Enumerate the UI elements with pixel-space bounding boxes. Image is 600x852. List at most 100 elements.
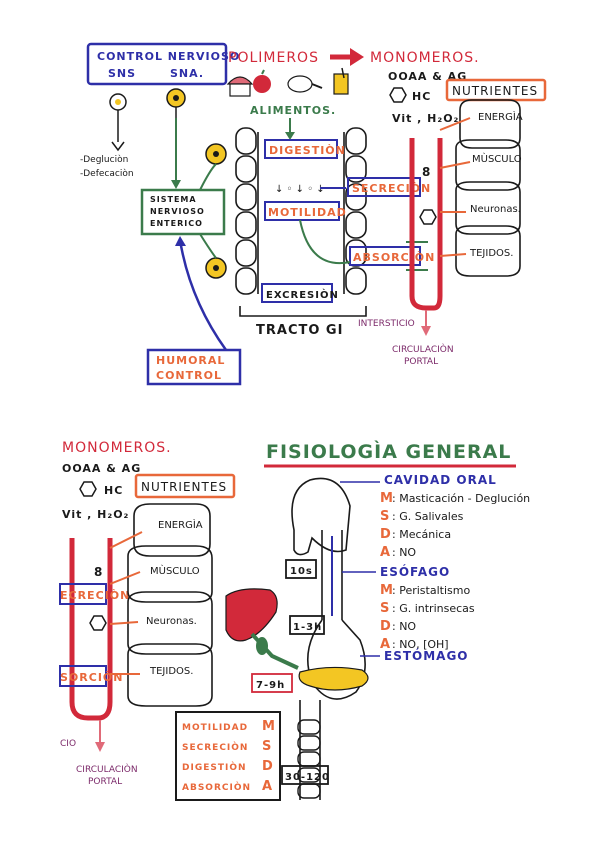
hexagon-icon (79, 481, 97, 497)
hc-label: HC (104, 484, 123, 497)
top-diagram-panel: CONTROL NERVIOSO SNS SNA. -Degluciòn -De… (0, 0, 600, 420)
portal-label: PORTAL (88, 777, 122, 787)
vit-label: Vit , H₂O₂ (62, 508, 129, 521)
enteric-neuron-icon (205, 143, 227, 279)
control-nervioso-box: CONTROL NERVIOSO SNS SNA. (86, 42, 240, 86)
svg-text:8: 8 (422, 165, 431, 179)
drumstick-icon (287, 75, 323, 93)
monomeros-label: MONOMEROS. (62, 440, 172, 456)
target-cells (127, 503, 213, 707)
bottom-diagram-panel: MONOMEROS. OOAA & AG HC NUTRIENTES Vit ,… (0, 420, 600, 848)
target-neuronas: Neuronas. (146, 616, 197, 627)
gallbladder-icon (250, 632, 299, 670)
secrecion-label: SECRECIÒN (352, 182, 431, 195)
arrow-icon (330, 48, 364, 66)
hexagon-icon (389, 87, 407, 103)
nutrient-codes: OOAA & AG (62, 462, 141, 475)
hexagon-icon (419, 209, 437, 225)
defecation-label: -Defecaciòn (80, 168, 134, 179)
drink-icon (333, 67, 349, 95)
hexagon-icon (89, 615, 107, 631)
absorcion-cut: SORCIÒN (60, 671, 123, 684)
control-label: CONTROL (156, 369, 222, 382)
target-energia: ENERGÌA (478, 110, 523, 123)
svg-text:S: S (262, 739, 272, 754)
svg-text:8: 8 (94, 565, 103, 579)
gi-tract-wall (235, 127, 367, 295)
humoral-label: HUMORAL (156, 354, 225, 367)
time-intestino: 30-120 (285, 772, 330, 783)
svg-text:A: A (380, 637, 391, 652)
sne-line-1: SISTEMA (150, 195, 197, 204)
intestine-coils (297, 719, 321, 799)
target-musculo: MÙSCULO (472, 152, 522, 165)
svg-text:M: M (380, 491, 394, 506)
portal-label: PORTAL (404, 357, 438, 367)
time-estomago: 7-9h (256, 680, 285, 691)
sne-line-2: NERVIOSO (150, 207, 205, 216)
esofago-m: : Peristaltismo (392, 584, 470, 597)
cavidad-d: : Mecánica (392, 528, 451, 541)
sns-neuron-icon (109, 93, 127, 152)
svg-text:S: S (380, 509, 390, 524)
svg-text:D: D (380, 619, 392, 634)
apple-icon (253, 69, 271, 93)
circulacion-label: CIRCULACIÒN (76, 763, 138, 775)
tracto-gi-label: TRACTO GI (256, 323, 343, 338)
alimentos-label: ALIMENTOS. (250, 104, 336, 117)
excrecion-label: EXCRESIÒN (266, 288, 339, 301)
bottom-diagram: MONOMEROS. OOAA & AG HC NUTRIENTES Vit ,… (59, 440, 530, 801)
svg-text:↓ ◦ ↓ ◦ ↓: ↓ ◦ ↓ ◦ ↓ (275, 184, 325, 195)
svg-text:A: A (262, 779, 273, 794)
intersticio-label: INTERSTICIO (358, 319, 415, 329)
digestion-label: DIGESTIÒN (269, 144, 346, 157)
circulacion-label: CIRCULACIÒN (392, 343, 454, 355)
degluction-label: -Degluciòn (80, 154, 128, 165)
legend-absorcion: ABSORCIÒN (182, 781, 251, 793)
nutrientes-label: NUTRIENTES (452, 84, 538, 98)
top-diagram: CONTROL NERVIOSO SNS SNA. -Degluciòn -De… (80, 42, 547, 386)
cavidad-a: : NO (392, 546, 416, 559)
sna-neuron-icon (166, 88, 186, 118)
sne-line-3: ENTERICO (150, 219, 203, 228)
svg-text:M: M (262, 719, 276, 734)
svg-text:S: S (380, 601, 390, 616)
pancreas-icon (298, 666, 369, 691)
cavidad-s: : G. Salivales (392, 510, 464, 523)
vit-label: Vit , H₂O₂ (392, 112, 459, 125)
muffin-icon (226, 76, 254, 97)
legend-secrecion: SECRECIÒN (182, 741, 248, 753)
time-oral: 10s (290, 566, 313, 577)
fisiologia-title: FISIOLOGÌA GENERAL (266, 440, 511, 463)
hc-label: HC (412, 90, 431, 103)
target-cells (455, 99, 521, 277)
svg-text:D: D (380, 527, 392, 542)
absorcion-label: ABSORCIÒN (353, 251, 435, 264)
esofago-label: ESÓFAGO (380, 564, 450, 579)
sns-label: SNS (108, 67, 136, 80)
monomeros-label: MONOMEROS. (370, 50, 480, 66)
svg-text:D: D (262, 759, 274, 774)
secrecion-cut: ECRECIÒN (60, 589, 130, 602)
estomago-label: ESTÓMAGO (384, 648, 469, 663)
legend-motilidad: MOTILIDAD (182, 723, 248, 733)
sna-label: SNA. (170, 67, 204, 80)
cavidad-oral-label: CAVIDAD ORAL (384, 473, 497, 487)
control-nervioso-title: CONTROL NERVIOSO (97, 50, 240, 63)
intersticio-cut: CIO (60, 739, 76, 749)
target-tejidos: TEJIDOS. (469, 248, 513, 259)
svg-text:A: A (380, 545, 391, 560)
polimeros-label: POLIMEROS (228, 50, 319, 66)
time-esofago: 1-3h (293, 622, 322, 633)
target-musculo: MÙSCULO (150, 564, 200, 577)
liver-icon (225, 588, 278, 642)
nutrientes-label: NUTRIENTES (141, 480, 227, 494)
target-energia: ENERGÌA (158, 518, 203, 531)
esofago-s: : G. intrinsecas (392, 602, 475, 615)
target-tejidos: TEJIDOS. (149, 666, 193, 677)
target-neuronas: Neuronas. (470, 204, 521, 215)
esofago-a: : NO, [OH] (392, 638, 449, 651)
esofago-d: : NO (392, 620, 416, 633)
motilidad-label: MOTILIDAD (268, 206, 347, 219)
svg-text:M: M (380, 583, 394, 598)
